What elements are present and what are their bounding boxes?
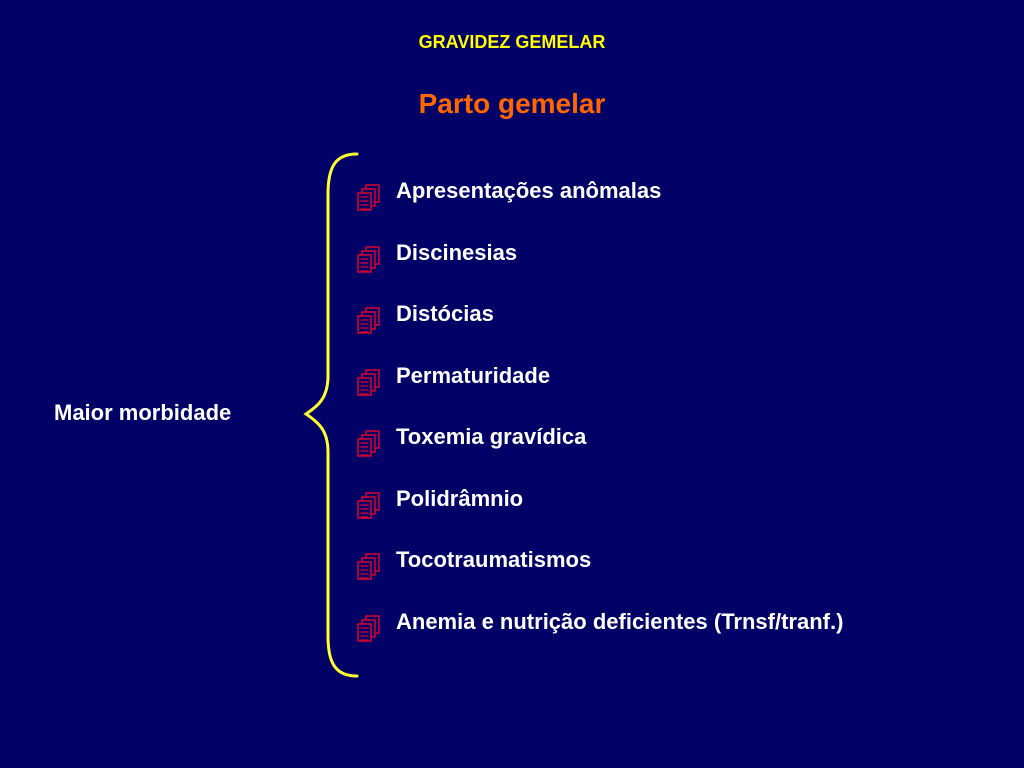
list-item-label: Permaturidade bbox=[396, 362, 551, 388]
list-item-label: Discinesias bbox=[396, 239, 518, 265]
list-item-label: Toxemia gravídica bbox=[396, 424, 587, 449]
list-item: Polidrâmnio bbox=[356, 481, 843, 543]
list-item-label: Distócias bbox=[396, 301, 494, 326]
list-item: Anemia e nutrição deficientes (Trnsf/tra… bbox=[356, 604, 843, 666]
list-item-label: Apresentações anômalas bbox=[396, 178, 662, 203]
list-item-label: Tocotraumatismos bbox=[396, 547, 592, 572]
list-item: Apresentações anômalas bbox=[356, 173, 843, 235]
list-item: Toxemia gravídica bbox=[356, 419, 843, 481]
list-item-label: Polidrâmnio bbox=[396, 485, 524, 511]
list-item-label: Anemia e nutrição deficientes (Trnsf/tra… bbox=[396, 608, 844, 634]
list-item: Tocotraumatismos bbox=[356, 542, 843, 604]
morbidity-list: Apresentações anômalas Discinesias Distó… bbox=[356, 173, 843, 665]
curly-brace bbox=[303, 152, 359, 678]
side-label: Maior morbidade bbox=[54, 400, 232, 425]
list-item: Permaturidade bbox=[356, 358, 843, 420]
stacked-documents-icon bbox=[357, 553, 380, 580]
list-item: Discinesias bbox=[356, 235, 843, 297]
slide-title: GRAVIDEZ GEMELAR bbox=[418, 32, 606, 52]
stacked-documents-icon bbox=[357, 430, 380, 457]
stacked-documents-icon bbox=[357, 614, 380, 642]
stacked-documents-icon bbox=[357, 368, 380, 396]
list-item: Distócias bbox=[356, 296, 843, 358]
stacked-documents-icon bbox=[357, 184, 380, 211]
slide-subtitle: Parto gemelar bbox=[418, 88, 606, 119]
stacked-documents-icon bbox=[357, 245, 380, 273]
stacked-documents-icon bbox=[357, 307, 380, 334]
stacked-documents-icon bbox=[357, 491, 380, 519]
